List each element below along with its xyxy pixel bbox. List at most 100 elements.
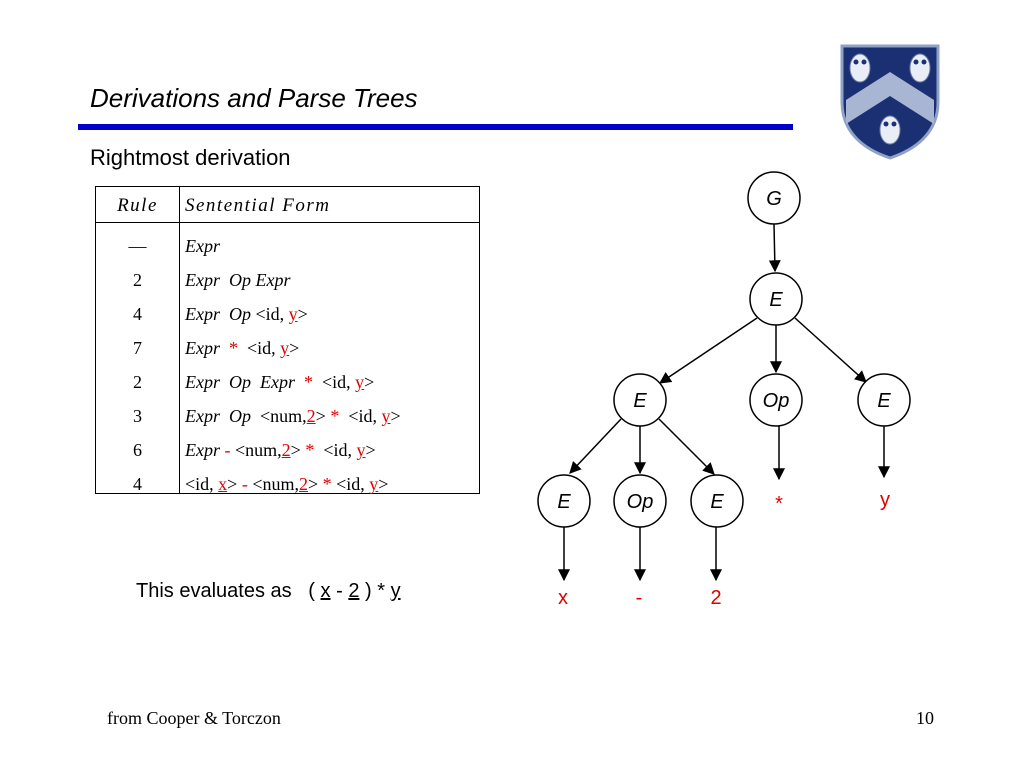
sentential-form-cell: Expr * <id, y> bbox=[185, 338, 299, 359]
page-number: 10 bbox=[916, 708, 934, 728]
footer-source: from Cooper & Torczon bbox=[107, 708, 281, 728]
evaluation-y: y bbox=[390, 580, 401, 602]
form-token-highlighted: - bbox=[224, 440, 235, 460]
form-token: > bbox=[290, 440, 306, 460]
rule-cell: 3 bbox=[133, 406, 142, 426]
form-token: <id, bbox=[339, 406, 382, 426]
form-token: <id, bbox=[242, 338, 281, 358]
evaluation-x: x bbox=[320, 580, 331, 602]
owl-shield-crest-icon bbox=[840, 44, 940, 160]
form-token-highlighted: y bbox=[369, 474, 379, 494]
form-token-highlighted: * bbox=[330, 406, 340, 426]
form-token: > bbox=[364, 372, 375, 392]
form-token: <id, bbox=[331, 474, 370, 494]
tree-label-e-x: E bbox=[557, 491, 571, 513]
form-token-highlighted: * bbox=[224, 338, 243, 358]
table-row: 4 Expr Op <id, y> bbox=[96, 298, 479, 332]
tree-leaf-y: y bbox=[880, 489, 890, 511]
form-token: Expr Op Expr bbox=[185, 372, 300, 392]
tree-node-e-2 bbox=[690, 474, 744, 528]
form-token: <num, bbox=[255, 406, 307, 426]
sentential-form-cell: Expr Op Expr * <id, y> bbox=[185, 372, 374, 393]
table-row: 2 Expr Op Expr bbox=[96, 264, 479, 298]
rule-cell: 4 bbox=[133, 474, 142, 494]
rule-cell: — bbox=[128, 236, 147, 256]
form-token: Expr Op Expr bbox=[185, 270, 291, 290]
table-row: 2 Expr Op Expr * <id, y> bbox=[96, 366, 479, 400]
tree-leaf-star: * bbox=[775, 493, 783, 515]
evaluation-two: 2 bbox=[348, 580, 360, 602]
tree-node-op-mid bbox=[749, 373, 803, 427]
table-header-sentential-form: Sentential Form bbox=[185, 195, 331, 216]
tree-leaf-2: 2 bbox=[710, 587, 721, 609]
tree-node-e-x bbox=[537, 474, 591, 528]
form-token: Expr Op bbox=[185, 304, 256, 324]
tree-label-op-mid: Op bbox=[763, 390, 790, 412]
tree-label-e-right: E bbox=[877, 390, 891, 412]
slide-subtitle: Rightmost derivation bbox=[90, 145, 291, 170]
table-header-divider bbox=[96, 222, 479, 223]
form-token-highlighted: 2 bbox=[306, 406, 316, 426]
table-header-rule: Rule bbox=[117, 195, 158, 216]
form-token: <num, bbox=[247, 474, 299, 494]
form-token: > bbox=[227, 474, 242, 494]
evaluation-prefix: This evaluates as ( bbox=[136, 580, 321, 602]
form-token-highlighted: * bbox=[322, 474, 332, 494]
table-column-divider bbox=[179, 187, 180, 493]
sentential-form-cell: Expr - <num,2> * <id, y> bbox=[185, 440, 376, 461]
sentential-form-cell: Expr bbox=[185, 236, 220, 257]
table-row: 7 Expr * <id, y> bbox=[96, 332, 479, 366]
form-token-highlighted: y bbox=[381, 406, 391, 426]
form-token-highlighted: 2 bbox=[281, 440, 291, 460]
form-token-highlighted: 2 bbox=[298, 474, 308, 494]
form-token-highlighted: y bbox=[355, 372, 365, 392]
tree-node-e-root bbox=[749, 272, 803, 326]
form-token: > bbox=[307, 474, 323, 494]
form-token: Expr bbox=[185, 236, 220, 256]
edge-g-e bbox=[768, 223, 781, 273]
sentential-form-cell: Expr Op <id, y> bbox=[185, 304, 308, 325]
edge-eleft-ex bbox=[569, 418, 622, 474]
rule-cell: 4 bbox=[133, 304, 142, 324]
tree-label-g: G bbox=[766, 188, 782, 210]
form-token: <id, bbox=[317, 372, 356, 392]
form-token-highlighted: y bbox=[280, 338, 290, 358]
edge-e-eleft bbox=[659, 317, 758, 384]
form-token: <id, bbox=[185, 474, 219, 494]
form-token: Expr bbox=[185, 440, 225, 460]
form-token: > bbox=[365, 440, 376, 460]
tree-node-e-left bbox=[613, 373, 667, 427]
form-token: Expr Op bbox=[185, 406, 256, 426]
sentential-form-cell: Expr Op Expr bbox=[185, 270, 290, 291]
sentential-form-cell: <id, x> - <num,2> * <id, y> bbox=[185, 474, 388, 495]
title-rule bbox=[78, 124, 793, 130]
form-token: <id, bbox=[255, 304, 289, 324]
form-token: > bbox=[390, 406, 401, 426]
evaluation-mid: ) * bbox=[359, 580, 391, 602]
rule-cell: 2 bbox=[133, 270, 142, 290]
table-row: 6 Expr - <num,2> * <id, y> bbox=[96, 434, 479, 468]
form-token: > bbox=[315, 406, 331, 426]
edge-eleft-e2 bbox=[658, 418, 715, 475]
tree-node-op-minus bbox=[613, 474, 667, 528]
table-row: 4<id, x> - <num,2> * <id, y> bbox=[96, 468, 479, 502]
evaluation-minus: - bbox=[330, 580, 349, 602]
tree-label-op-minus: Op bbox=[627, 491, 654, 513]
form-token: <id, bbox=[314, 440, 357, 460]
tree-node-e-right bbox=[857, 373, 911, 427]
rule-cell: 6 bbox=[133, 440, 142, 460]
table-row: — Expr bbox=[96, 230, 479, 264]
tree-leaf-minus: - bbox=[636, 587, 643, 609]
edge-e-eright bbox=[794, 317, 867, 383]
tree-label-e-left: E bbox=[633, 390, 647, 412]
rule-cell: 7 bbox=[133, 338, 142, 358]
form-token-highlighted: y bbox=[356, 440, 366, 460]
rule-cell: 2 bbox=[133, 372, 142, 392]
form-token: <num, bbox=[235, 440, 282, 460]
slide-title: Derivations and Parse Trees bbox=[90, 83, 418, 113]
evaluation-note: This evaluates as ( x - 2 ) * y bbox=[136, 580, 401, 603]
form-token-highlighted: * bbox=[299, 372, 318, 392]
form-token-highlighted: x bbox=[218, 474, 228, 494]
